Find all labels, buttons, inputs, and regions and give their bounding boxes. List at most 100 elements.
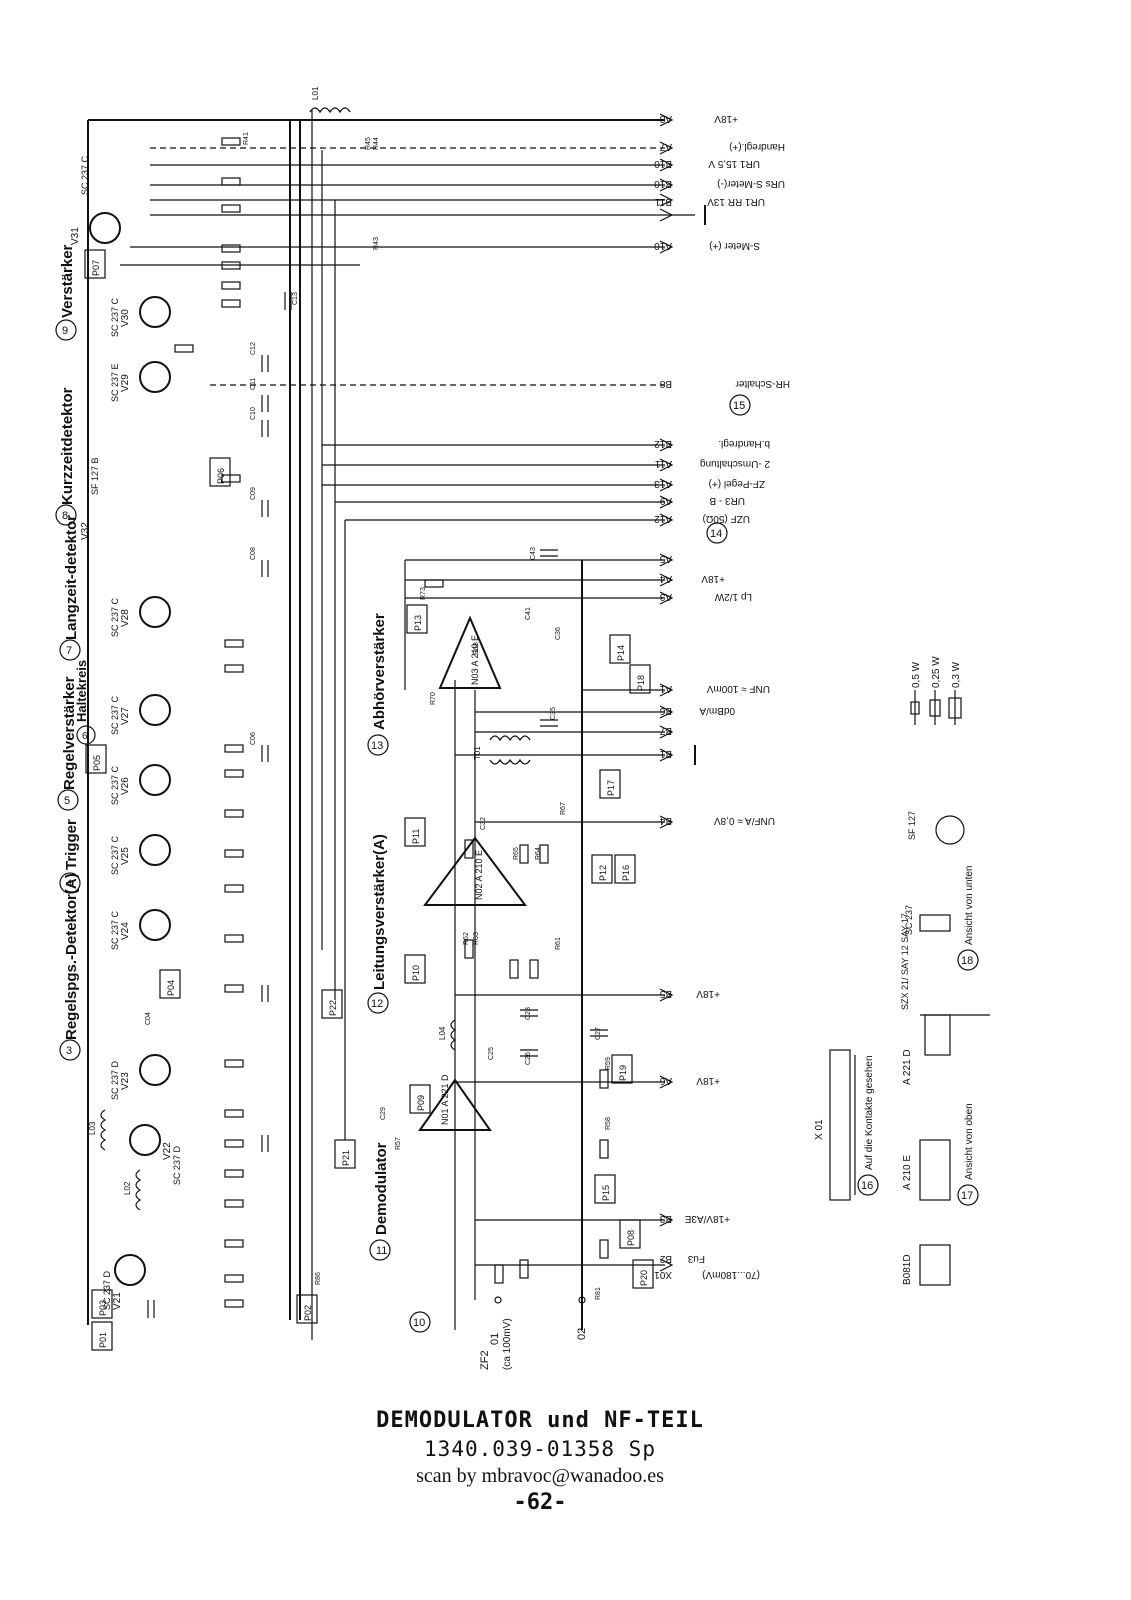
page-number: -62- [513, 1490, 567, 1515]
component-label: R63 [473, 932, 480, 945]
test-point-label: P21 [341, 1150, 351, 1166]
connector-label: Lp 1/2W [714, 591, 752, 602]
connector-pin: A12 [654, 513, 672, 524]
scan-credit: scan by mbravoc@wanadoo.es [416, 1465, 664, 1487]
ic-label: N01 A 221 D [440, 1074, 450, 1125]
top-connector-lines [88, 119, 695, 599]
ic-label: N03 A 210 E [470, 635, 480, 685]
connector-label: +18V [701, 573, 725, 584]
test-point-label: P16 [621, 865, 631, 881]
component-label: C28 [525, 1007, 532, 1020]
component-label: R58 [605, 1117, 612, 1130]
component-label: L03 [88, 1121, 97, 1135]
block-num-18: 18 [961, 955, 973, 967]
connector-label: UR1 15,5 V [708, 158, 760, 169]
inductor-symbols [100, 107, 531, 1211]
component-label: C06 [250, 732, 257, 745]
transistor-type: SC 237 C [80, 155, 90, 195]
package-label: B081D [902, 1254, 913, 1285]
component-label: R45 [365, 137, 372, 150]
block-num-6: 6 [82, 731, 88, 742]
component-label: R61 [555, 937, 562, 950]
legend-wattage: 0,5 W [911, 661, 922, 688]
transistor-type: SC 237 C [110, 910, 120, 950]
test-point-label: P14 [616, 645, 626, 661]
transistor-type: SC 237 C [110, 695, 120, 735]
block-num-13: 13 [371, 740, 383, 752]
component-label: C36 [555, 627, 562, 640]
transistor-type: SF 127 B [90, 457, 100, 495]
block-label-12: Leitungsverstärker(A) [371, 834, 388, 990]
test-point-label: P09 [416, 1095, 426, 1111]
block-labels: 3 Regelspgs.-Detektor(A) 4 Trigger 5 Reg… [55, 244, 979, 1333]
connector-pin: A8 [659, 113, 672, 124]
test-point-label: P20 [639, 1270, 649, 1286]
component-label: L01 [311, 86, 320, 100]
test-point-labels: P01 P03 P02 P04 P05 P06 P07 P08 P09 P10 … [91, 260, 649, 1348]
legend-labels: 0,5 W 0,25 W 0,3 W [911, 656, 962, 688]
component-labels: L01 L02 L03 L04 T01 R41 R43 R44 R45 C13 … [88, 86, 612, 1300]
block-num-12: 12 [371, 998, 383, 1010]
connector-label: UNF ≈ 100mV [706, 683, 770, 694]
package-label: SF 127 [907, 811, 917, 840]
block-num-10: 10 [413, 1317, 425, 1329]
connector-pin: B7 [659, 725, 672, 736]
ic-label: N02 A 210 E [474, 850, 484, 900]
test-point-label: P06 [216, 468, 226, 484]
component-label: R59 [605, 1057, 612, 1070]
connector-pin: X01 [654, 1269, 672, 1280]
component-label: C09 [250, 487, 257, 500]
input-pin-02: 02 [576, 1328, 588, 1340]
connector-label: UR1 RR 13V [707, 196, 765, 207]
block-num-16: 16 [861, 1180, 873, 1192]
block-label-13: Abhörverstärker [371, 613, 388, 730]
schematic-title: DEMODULATOR und NF-TEIL [376, 1408, 704, 1433]
resistor-symbols [174, 137, 609, 1308]
block-label-16: Auf die Kontakte gesehen [864, 1055, 875, 1170]
resistor-wattage-legend [910, 690, 962, 725]
block-num-15: 15 [733, 400, 745, 412]
component-label: C26 [525, 1052, 532, 1065]
connector-label: 2 -Umschaltung [700, 458, 770, 469]
test-point-label: P01 [98, 1332, 108, 1348]
block-num-4: 4 [66, 878, 72, 890]
connector-pin: B3 [659, 1213, 672, 1224]
test-point-label: P11 [411, 829, 421, 844]
test-point-label: P17 [606, 780, 616, 796]
component-label: R86 [315, 1272, 322, 1285]
component-label: R57 [395, 1137, 402, 1150]
connector-pin: A11 [655, 458, 672, 469]
legend-wattage: 0,25 W [931, 656, 942, 688]
connector-label: b.Handregl. [718, 438, 770, 449]
block-label-11: Demodulator [373, 1142, 390, 1235]
component-label: C11 [250, 378, 257, 390]
component-label: R43 [373, 237, 380, 250]
connector-pin: A13 [654, 478, 672, 489]
bottom-connector-labels: A5 A4 +18V A3 Lp 1/2W A1 UNF ≈ 100mV B6 … [654, 553, 775, 1280]
connector-label: ZF-Pegel (+) [709, 478, 765, 489]
supply-rails [87, 110, 665, 1340]
connector-pin: A1 [659, 683, 672, 694]
capacitor-symbols [147, 292, 608, 1318]
connector-label: HR-Schalter [735, 378, 790, 389]
component-label: R81 [595, 1287, 602, 1300]
transistor-type: SC 237 D [172, 1145, 182, 1185]
connector-pin: B8 [659, 378, 672, 389]
component-label: R73 [420, 587, 427, 600]
block-num-7: 7 [66, 645, 72, 657]
transistor-labels: V21 SC 237 D V22 SC 237 D V23 SC 237 D V… [70, 155, 182, 1310]
package-drawings [829, 815, 990, 1286]
transistor-type: SC 237 C [110, 835, 120, 875]
drawing-number: 1340.039-01358 Sp [424, 1437, 656, 1461]
transistor-label: V22 [162, 1142, 173, 1160]
component-label: C12 [250, 342, 257, 355]
transistor-type: SC 237 C [110, 597, 120, 637]
test-point-label: P04 [166, 980, 176, 996]
connector-pin: B12 [654, 438, 672, 449]
connector-pin: A10 [654, 240, 672, 251]
bottom-connector-lines [455, 683, 696, 1272]
connector-pin: B10 [654, 158, 672, 169]
component-label: R41 [243, 132, 250, 145]
block-label-7: Langzeit-detektor [63, 515, 80, 640]
block-num-8: 8 [62, 510, 68, 522]
